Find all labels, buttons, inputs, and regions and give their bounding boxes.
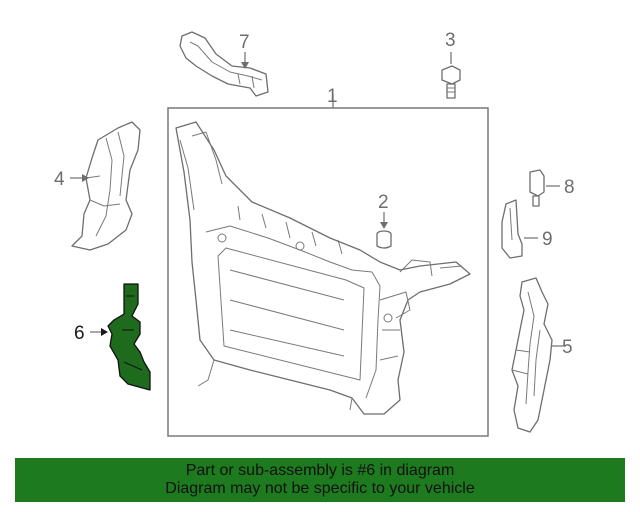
- banner-line-1: Part or sub-assembly is #6 in diagram: [185, 462, 455, 479]
- callout-6: 6: [74, 323, 85, 344]
- part-5-right-air-guide[interactable]: [511, 277, 553, 433]
- part-7-upper-bracket[interactable]: [179, 31, 269, 97]
- callout-1: 1: [327, 86, 338, 107]
- info-banner: Part or sub-assembly is #6 in diagram Di…: [15, 458, 625, 502]
- part-6-air-guide-highlighted[interactable]: [107, 283, 151, 391]
- part-1-frame-box: [167, 107, 489, 437]
- callout-7: 7: [239, 32, 250, 53]
- callout-4: 4: [54, 169, 65, 190]
- part-2-bushing[interactable]: [376, 230, 392, 249]
- callout-3: 3: [445, 30, 456, 51]
- part-1-radiator-support[interactable]: [175, 121, 471, 415]
- part-8-clip[interactable]: [529, 169, 545, 207]
- part-3-bolt[interactable]: [441, 65, 461, 99]
- callout-8: 8: [564, 177, 575, 198]
- part-4-left-air-guide[interactable]: [71, 121, 141, 251]
- part-9-bracket[interactable]: [501, 199, 523, 259]
- callout-2: 2: [378, 192, 389, 213]
- banner-line-2: Diagram may not be specific to your vehi…: [165, 480, 475, 497]
- callout-5: 5: [562, 337, 573, 358]
- callout-9: 9: [542, 229, 553, 250]
